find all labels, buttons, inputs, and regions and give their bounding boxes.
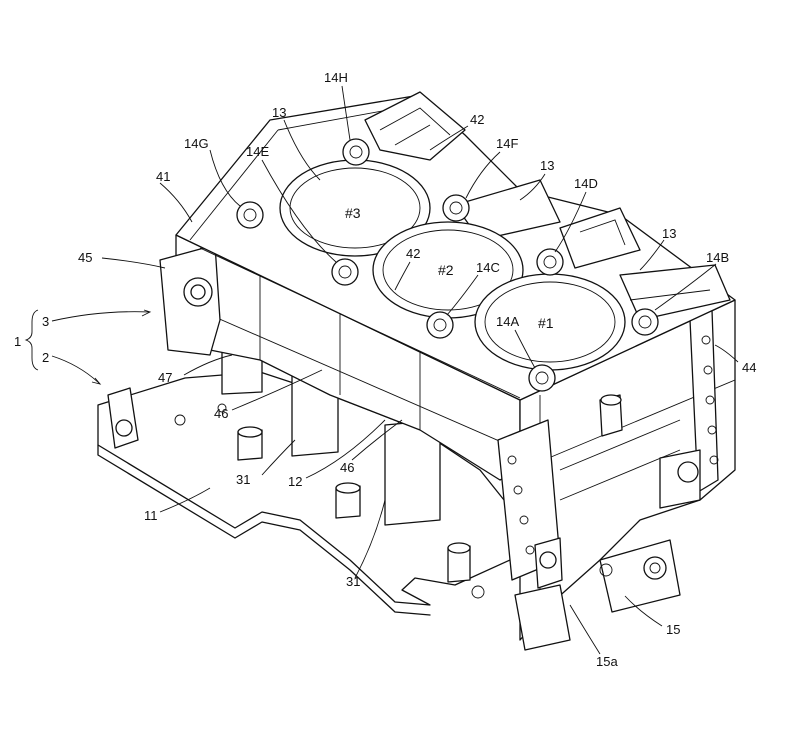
label-cylinder-3: #3 xyxy=(345,205,361,221)
bolt-hole-14e xyxy=(331,258,359,286)
bolt-hole-14c xyxy=(426,311,454,339)
label-31-b: 31 xyxy=(346,574,360,589)
label-42-mid: 42 xyxy=(406,246,420,261)
cylinder-2 xyxy=(372,221,524,319)
label-14B: 14B xyxy=(706,250,729,265)
cylinder-bores xyxy=(279,159,626,371)
label-13-mid: 13 xyxy=(540,158,554,173)
label-14A: 14A xyxy=(496,314,519,329)
block-front-face xyxy=(159,234,521,481)
label-2: 2 xyxy=(42,350,49,365)
label-42-top: 42 xyxy=(470,112,484,127)
label-46-b: 46 xyxy=(340,460,354,475)
assembly-bracket xyxy=(24,309,39,371)
label-13-top: 13 xyxy=(272,105,286,120)
label-31-a: 31 xyxy=(236,472,250,487)
label-11: 11 xyxy=(144,508,158,523)
label-14H: 14H xyxy=(324,70,348,85)
timing-side-bosses xyxy=(497,419,563,589)
bolt-hole-14a xyxy=(528,364,556,392)
label-15a: 15a xyxy=(596,654,618,669)
label-44: 44 xyxy=(742,360,756,375)
bolt-hole-14d xyxy=(536,248,564,276)
label-14G: 14G xyxy=(184,136,209,151)
label-47: 47 xyxy=(158,370,172,385)
head-bolt-holes xyxy=(236,138,659,392)
label-14D: 14D xyxy=(574,176,598,191)
leader-lines xyxy=(51,85,739,655)
label-cylinder-1: #1 xyxy=(538,315,554,331)
label-cylinder-2: #2 xyxy=(438,262,454,278)
bolt-hole-14h xyxy=(342,138,370,166)
label-3: 3 xyxy=(42,314,49,329)
label-14C: 14C xyxy=(476,260,500,275)
label-46-a: 46 xyxy=(214,406,228,421)
label-14E: 14E xyxy=(246,144,269,159)
label-15: 15 xyxy=(666,622,680,637)
bolt-hole-14g xyxy=(236,201,264,229)
label-45: 45 xyxy=(78,250,92,265)
block-right-face xyxy=(514,299,736,651)
reference-labels: 14H 13 42 14G 14E 14F 13 14D 41 #3 13 45… xyxy=(14,70,756,669)
label-12: 12 xyxy=(288,474,302,489)
bolt-hole-14b xyxy=(631,308,659,336)
label-41: 41 xyxy=(156,169,170,184)
bolt-hole-14f xyxy=(442,194,470,222)
label-13-right: 13 xyxy=(662,226,676,241)
label-1: 1 xyxy=(14,334,21,349)
label-14F: 14F xyxy=(496,136,518,151)
